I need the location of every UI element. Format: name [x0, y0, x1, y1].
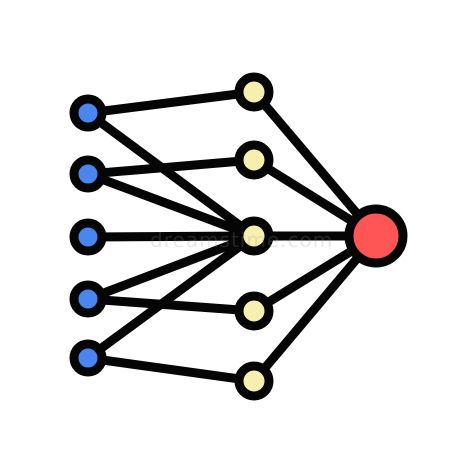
hidden-node: [234, 140, 274, 180]
hidden-node: [234, 291, 274, 331]
output-node: [344, 204, 408, 268]
connection-lines: [83, 87, 381, 386]
input-node: [69, 339, 107, 377]
connection-line: [249, 231, 381, 386]
connection-line: [83, 353, 259, 386]
connection-line: [83, 231, 259, 242]
connection-line: [83, 87, 259, 118]
connection-line: [83, 231, 259, 304]
input-node: [69, 280, 107, 318]
hidden-node: [234, 216, 274, 256]
input-node: [69, 218, 107, 256]
hidden-node: [234, 72, 274, 112]
network-nodes: [69, 72, 408, 401]
connection-line: [83, 108, 259, 241]
connection-line: [83, 231, 259, 363]
connection-line: [83, 294, 259, 316]
hidden-node: [234, 361, 274, 401]
connection-line: [83, 169, 259, 241]
input-node: [69, 94, 107, 132]
input-node: [69, 155, 107, 193]
connection-line: [83, 155, 259, 179]
